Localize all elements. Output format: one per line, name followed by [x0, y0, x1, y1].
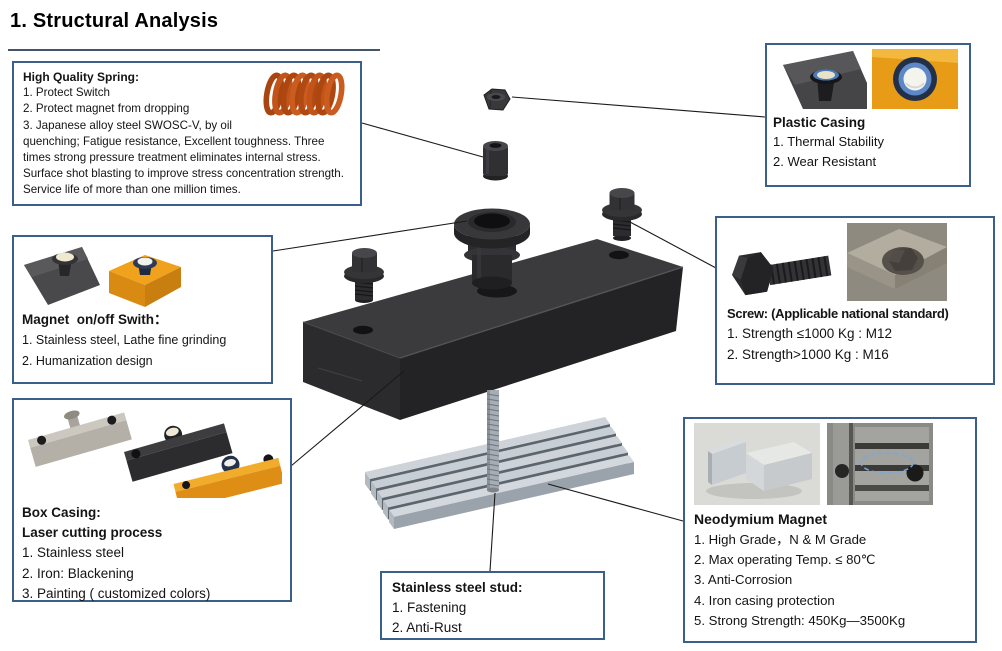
flange-bolt-right-part	[602, 188, 642, 241]
screw-photo-bolt	[727, 237, 839, 301]
callout-heading: Screw: (Applicable national standard)	[727, 306, 949, 321]
callout-heading: High Quality Spring:	[23, 70, 139, 84]
callout-heading: Box Casing:	[22, 505, 101, 520]
callout-heading: Neodymium Magnet	[694, 511, 828, 527]
hex-nut-part	[483, 88, 511, 111]
switch-photo-top	[107, 249, 181, 307]
switch-photo-side	[22, 243, 102, 307]
page-title: 1. Structural Analysis	[10, 10, 219, 32]
callout-heading: Plastic Casing	[773, 115, 866, 130]
callout-line-spring	[361, 122, 484, 158]
callout-item: 1. Strength ≤1000 Kg : M12	[727, 326, 893, 341]
callout-magnet: Neodymium Magnet 1. High Grade，N & M Gra…	[683, 417, 977, 643]
flange-bolt-left-part	[344, 248, 384, 303]
bushing-part	[454, 208, 530, 290]
callout-item: 1. Fastening	[392, 600, 467, 615]
callout-item: 2. Anti-Rust	[392, 620, 462, 635]
callout-screw: Screw: (Applicable national standard) 1.…	[715, 216, 995, 385]
callout-stud: Stainless steel stud: 1. Fastening 2. An…	[380, 571, 605, 640]
magnet-photo-blocks	[694, 423, 820, 505]
callout-item: 3. Anti-Corrosion	[694, 572, 793, 588]
box-casing-black	[124, 423, 233, 482]
callout-item: 2. Protect magnet from dropping	[23, 102, 190, 116]
callout-heading: Magnet on/off Swith：	[22, 312, 168, 327]
callout-item: 5. Strong Strength: 450Kg—3500Kg	[694, 612, 906, 628]
box-casing-photo-strip	[27, 410, 285, 510]
callout-item: 2. Wear Resistant	[773, 154, 877, 169]
callout-item: 1. Stainless steel	[22, 545, 125, 560]
callout-line-switch	[272, 220, 468, 252]
callout-item: 3. Painting ( customized colors)	[22, 586, 211, 601]
callout-line-screw	[629, 221, 717, 269]
magnet-photo-assembly	[827, 423, 933, 505]
plastic-casing-photo-top	[872, 49, 958, 109]
magnet-box-body-part	[302, 239, 684, 420]
callout-subheading: Laser cutting process	[22, 525, 163, 540]
spacer-part	[483, 141, 508, 181]
callout-lines	[272, 96, 766, 572]
callout-switch: Magnet on/off Swith： 1. Stainless steel,…	[12, 235, 273, 384]
callout-item: 2. Humanization design	[22, 353, 153, 368]
callout-item: 4. Iron casing protection	[694, 592, 835, 608]
callout-item: 1. Stainless steel, Lathe fine grinding	[22, 333, 227, 347]
callout-line-plastic-casing	[511, 96, 766, 118]
plastic-casing-photo-side	[773, 49, 867, 109]
callout-item: 1. Thermal Stability	[773, 134, 885, 149]
callout-item: 1. Protect Switch	[23, 86, 110, 100]
callout-line-magnet	[547, 483, 684, 522]
box-casing-steel	[27, 410, 132, 467]
callout-item: 3. Japanese alloy steel SWOSC-V, by oil …	[23, 118, 348, 197]
callout-item: 2. Iron: Blackening	[22, 565, 134, 581]
callout-plastic-casing: Plastic Casing 1. Thermal Stability 2. W…	[765, 43, 971, 187]
callout-line-stud	[489, 492, 496, 572]
callout-spring: High Quality Spring: 1. Protect Switch 2…	[12, 61, 362, 206]
callout-heading: Stainless steel stud:	[392, 580, 523, 595]
title-underline	[8, 49, 380, 51]
callout-item: 2. Strength>1000 Kg : M16	[727, 346, 889, 362]
magnet-plates-part	[365, 417, 634, 529]
callout-box-casing: Box Casing: Laser cutting process 1. Sta…	[12, 398, 292, 602]
threaded-stud-part	[486, 390, 500, 493]
screw-photo-installed	[847, 223, 947, 301]
callout-line-box-casing	[290, 370, 405, 467]
callout-item: 1. High Grade，N & M Grade	[694, 532, 867, 547]
callout-item: 2. Max operating Temp. ≤ 80℃	[694, 552, 876, 568]
spring-photo	[263, 72, 345, 116]
